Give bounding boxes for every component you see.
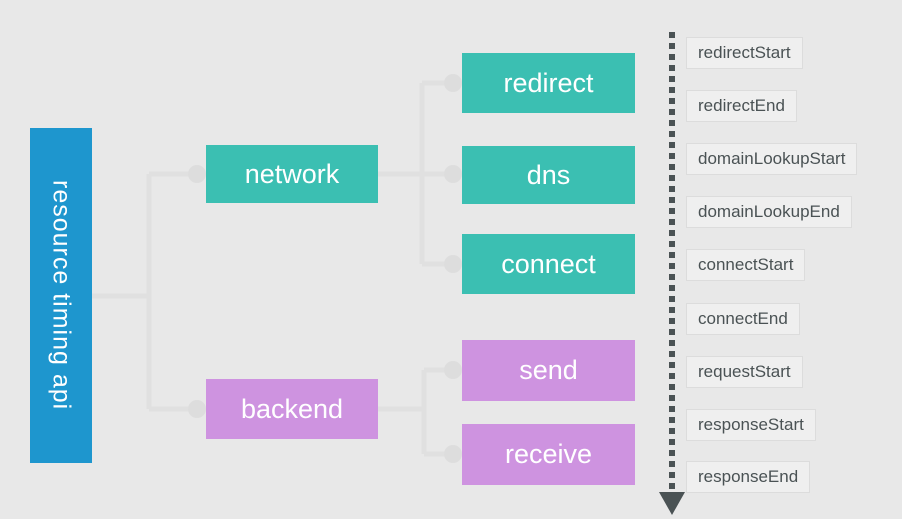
timeline-label-response-end: responseEnd [686,461,811,493]
node-label: send [519,355,578,385]
timeline-dotted-line [669,32,675,490]
timeline-label-domain-lookup-start: domainLookupStart [686,143,858,175]
node-dns: dns [462,146,635,204]
timeline-label-connect-end: connectEnd [686,303,800,335]
node-label: dns [526,159,571,190]
timeline-label-redirect-start: redirectStart [686,37,803,69]
node-redirect: redirect [462,53,635,113]
arrow-down-icon [659,492,685,515]
connector-paths [92,80,446,457]
timeline-label-domain-lookup-end: domainLookupEnd [686,196,852,228]
node-send: send [462,340,635,401]
node-backend: backend [206,379,378,439]
node-label: backend [240,393,344,424]
timeline-label-redirect-end: redirectEnd [686,90,797,122]
root-label: resource timing api [47,180,76,411]
node-label: network [244,158,340,189]
node-receive: receive [462,424,635,485]
node-connect: connect [462,234,635,294]
node-network: network [206,145,378,203]
node-resource-timing-api: resource timing api [30,128,92,463]
timeline-label-response-start: responseStart [686,409,816,441]
node-label: connect [501,248,596,279]
connector-dots [188,74,462,463]
node-label: receive [504,439,593,469]
timeline-label-request-start: requestStart [686,356,803,388]
node-label: redirect [503,67,594,98]
timeline-label-connect-start: connectStart [686,249,806,281]
